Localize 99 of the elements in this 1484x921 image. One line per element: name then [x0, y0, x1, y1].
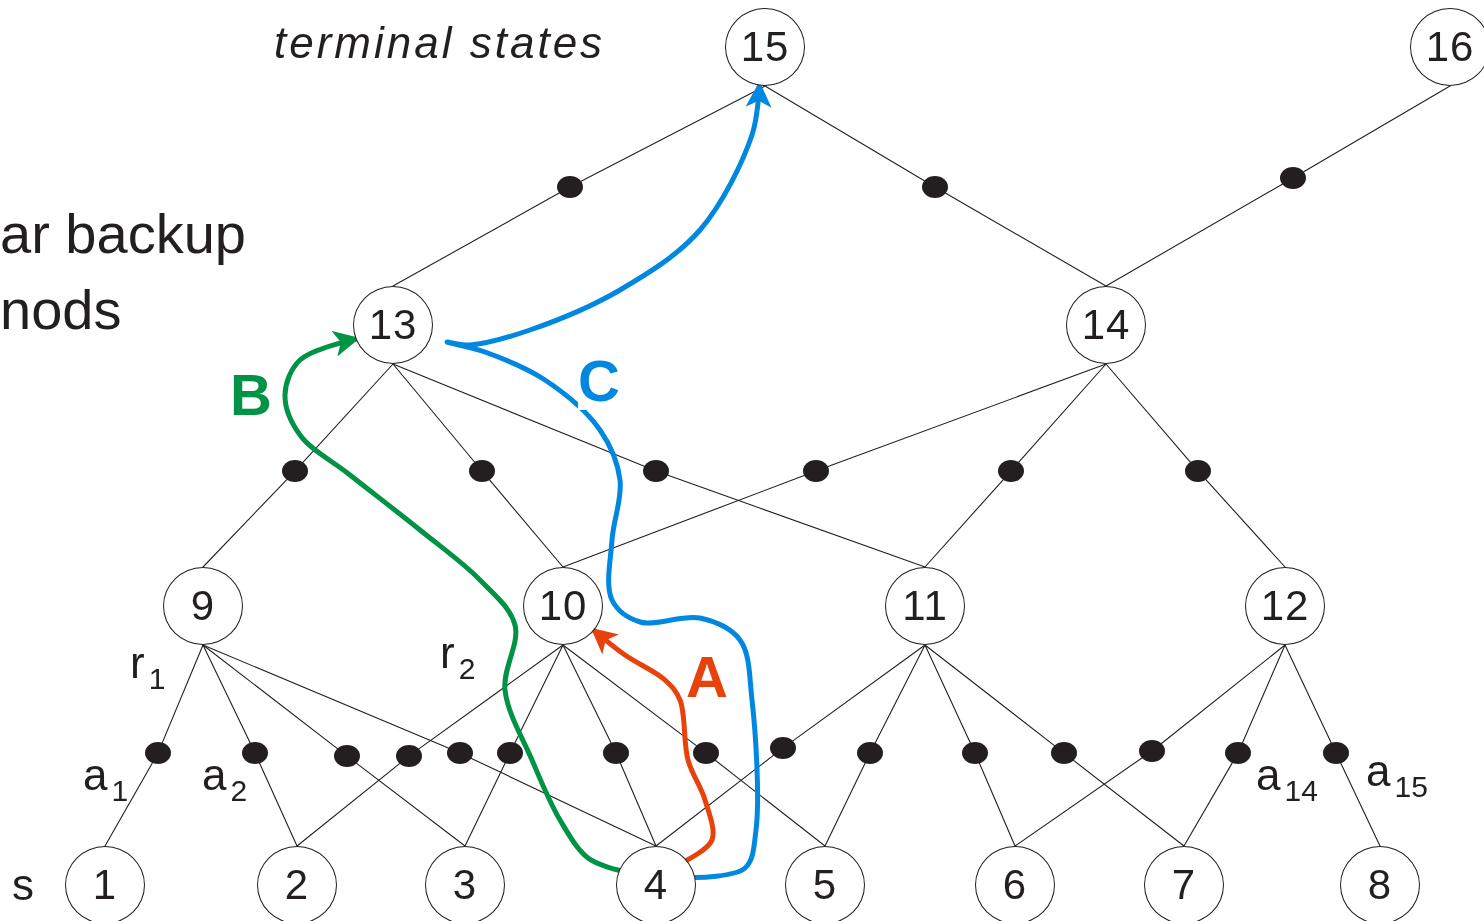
connector-line [161, 644, 204, 744]
action-label: a$_{15}$ [1366, 748, 1428, 802]
heading-text: ar backup nods [0, 201, 247, 343]
state-number: 10 [538, 585, 588, 627]
state-number: 16 [1425, 26, 1475, 68]
connector-line [827, 363, 1107, 468]
connector-line [824, 762, 866, 847]
connector-line [1014, 757, 1143, 847]
connector-line [655, 754, 774, 847]
connector-line [924, 644, 1055, 747]
connector-line [1073, 759, 1185, 847]
action-dot [857, 742, 883, 764]
connector-line [945, 192, 1107, 287]
connector-line [1284, 644, 1332, 744]
action-dot [770, 737, 796, 759]
state-number: 15 [740, 26, 790, 68]
connector-line [202, 479, 288, 568]
action-dot [145, 742, 171, 764]
state-number: 2 [284, 864, 310, 906]
state-number: 3 [452, 864, 478, 906]
connector-line [580, 85, 766, 182]
action-dot [447, 742, 473, 764]
action-dot [998, 460, 1024, 482]
connector-line [296, 763, 401, 847]
connector-line [1303, 85, 1451, 173]
connector-line [764, 85, 925, 182]
action-dot [242, 742, 268, 764]
connector-line [562, 644, 612, 744]
action-dot [693, 742, 719, 764]
action-dot [1185, 460, 1211, 482]
connector-line [1160, 644, 1286, 744]
reward-label: r$_{1}$ [130, 640, 166, 694]
connector-line [1340, 762, 1381, 847]
action-dot [962, 742, 988, 764]
action-dot [803, 460, 829, 482]
connector-line [1105, 183, 1283, 287]
action-dot [603, 742, 629, 764]
action-dot [1280, 167, 1306, 189]
connector-line [667, 474, 926, 568]
action-dot [1225, 742, 1251, 764]
connector-line [356, 762, 466, 847]
state-number: 8 [1367, 864, 1393, 906]
action-dot [557, 176, 583, 198]
connector-line [470, 757, 657, 847]
connector-line [924, 479, 1004, 568]
connector-line [1241, 644, 1286, 744]
state-number: 9 [190, 585, 216, 627]
connector-line [202, 644, 338, 750]
state-number: 4 [643, 864, 669, 906]
connector-line [1018, 363, 1107, 463]
connector-line [978, 762, 1016, 847]
state-number: 11 [902, 585, 948, 627]
connector-line [202, 644, 449, 749]
state-number: 12 [1260, 585, 1310, 627]
connector-line [619, 762, 657, 847]
connector-line [874, 644, 926, 744]
action-dot [396, 745, 422, 767]
action-dot [497, 742, 523, 764]
connector-line [562, 644, 697, 747]
connector-line [562, 474, 805, 568]
state-number: 14 [1081, 304, 1131, 346]
action-dot [334, 745, 360, 767]
action-dot [1139, 740, 1165, 762]
action-dot [1051, 742, 1077, 764]
action-dot [643, 460, 669, 482]
action-dot [922, 176, 948, 198]
reward-label: r$_{2}$ [440, 630, 476, 684]
connector-line [514, 644, 564, 744]
action-dot [1323, 742, 1349, 764]
annotation-text: terminal states [274, 20, 606, 67]
action-label: a$_{1}$ [83, 752, 129, 806]
state-number: 13 [368, 304, 418, 346]
action-dot [282, 460, 308, 482]
connector-line [924, 644, 971, 744]
connector-line [392, 363, 476, 463]
connector-line [792, 644, 926, 742]
arrow [282, 331, 622, 873]
connector-line [464, 762, 506, 847]
action-label: a$_{14}$ [1256, 752, 1318, 806]
state-label: s [12, 862, 34, 909]
connector-line [1205, 479, 1286, 568]
action-label: a$_{2}$ [202, 752, 248, 806]
connector-line [259, 762, 298, 847]
state-number: 6 [1002, 864, 1028, 906]
connector-line [715, 759, 826, 847]
connector-line [489, 479, 564, 568]
connector-line [202, 644, 251, 744]
connector-line [1183, 762, 1233, 847]
connector-line [302, 363, 394, 463]
connector-line [1105, 363, 1191, 463]
connector-line [392, 192, 560, 287]
arrow [590, 627, 716, 863]
action-dot [469, 460, 495, 482]
state-number: 5 [812, 864, 838, 906]
connector-line [418, 644, 564, 750]
connector-line [104, 762, 153, 847]
connector-line [392, 363, 645, 467]
state-number: 7 [1171, 864, 1197, 906]
state-number: 1 [92, 864, 118, 906]
